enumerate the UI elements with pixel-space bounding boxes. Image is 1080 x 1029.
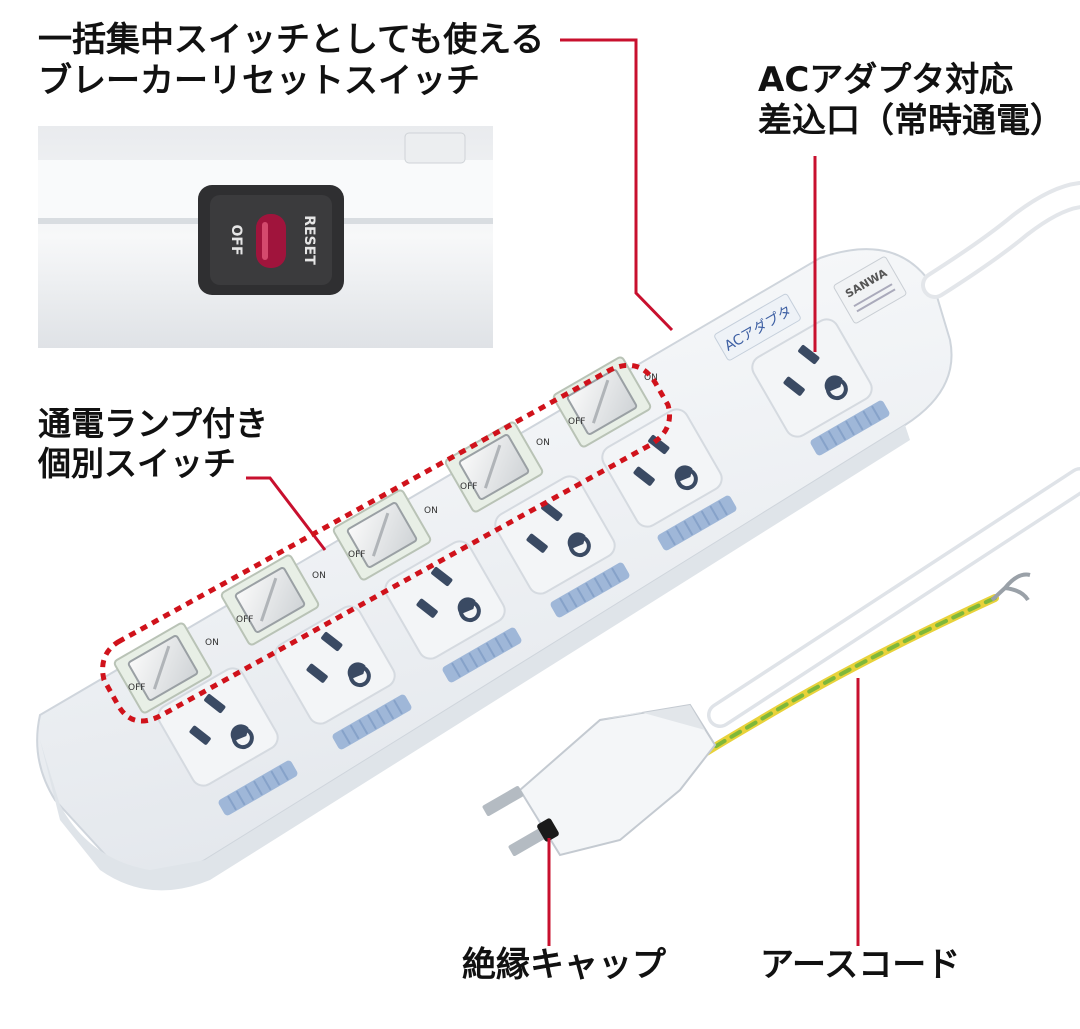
callout-switch-line-1: 通電ランプ付き [38,404,269,443]
switch-1-on: ON [205,638,219,648]
reset-label: RESET [301,215,317,265]
callout-breaker-line-2: ブレーカーリセットスイッチ [38,60,480,101]
switch-4-off: OFF [460,482,477,492]
leader-lines [246,38,860,946]
rocker-switch-1: ON OFF [111,620,219,716]
callout-breaker-switch: 一括集中スイッチとしても使える ブレーカーリセットスイッチ [38,20,544,102]
callout-ac-line-1: ACアダプタ対応 [758,60,1014,100]
rocker-switch-3: ON OFF [330,487,438,583]
switch-3-on: ON [424,506,438,516]
plug [482,703,717,857]
switch-1-off: OFF [128,683,145,693]
callout-individual-switch: 通電ランプ付き 個別スイッチ [38,404,268,483]
rocker-switch-2: ON OFF [218,552,326,648]
switch-5-off: OFF [568,417,585,427]
leader-breaker [560,38,674,332]
rocker-switch-5: ON OFF [550,354,658,450]
callout-earth-cord: アースコード [760,945,961,985]
insulation-cap [537,818,559,842]
off-label: OFF [228,224,244,255]
switch-5-on: ON [644,373,658,383]
callout-breaker-line-1: 一括集中スイッチとしても使える [38,20,545,60]
rocker-switch-4: ON OFF [442,419,550,515]
switch-4-on: ON [536,438,550,448]
power-cord [707,181,1080,728]
callout-ac-line-2: 差込口（常時通電） [758,100,1064,141]
switch-2-on: ON [312,571,326,581]
leader-switch [246,476,327,551]
reset-button [256,214,286,268]
power-strip: ACアダプタ SANWA ON OFF ON OFF [36,248,953,891]
callout-insulation-cap: 絶縁キャップ [462,945,666,985]
callout-ac-adapter-outlet: ACアダプタ対応 差込口（常時通電） [758,60,1064,142]
earth-wire [666,572,1031,779]
callout-switch-line-2: 個別スイッチ [38,443,236,483]
switch-3-off: OFF [348,550,365,560]
switch-2-off: OFF [236,615,253,625]
reset-switch-closeup: RESET OFF [38,126,493,348]
